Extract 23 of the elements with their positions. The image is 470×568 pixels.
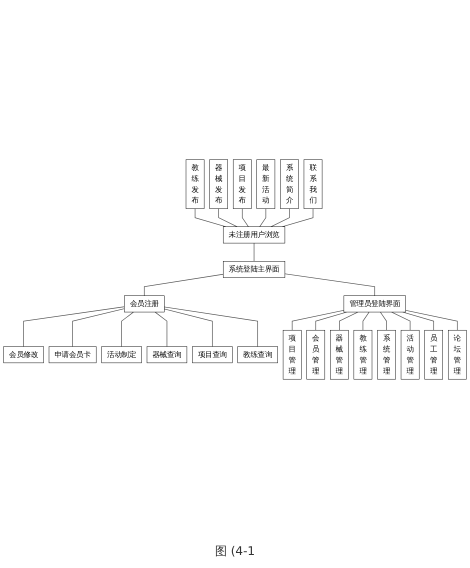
connector bbox=[391, 312, 410, 331]
connector bbox=[282, 208, 314, 228]
connector bbox=[23, 306, 125, 347]
connector bbox=[242, 208, 249, 228]
connector bbox=[218, 208, 238, 228]
connector bbox=[164, 306, 258, 347]
connector bbox=[164, 308, 213, 347]
connector bbox=[405, 310, 458, 331]
connector bbox=[270, 208, 290, 228]
connector bbox=[154, 312, 168, 347]
connector bbox=[339, 312, 358, 331]
connector bbox=[72, 308, 125, 347]
connector bbox=[380, 312, 387, 331]
connector bbox=[292, 310, 344, 331]
figure-caption: 图 (4-1 bbox=[214, 543, 256, 560]
connector bbox=[315, 312, 348, 331]
connector bbox=[259, 208, 266, 228]
connector bbox=[284, 274, 376, 296]
connector bbox=[402, 312, 434, 331]
connector bbox=[121, 312, 134, 347]
connector bbox=[362, 312, 370, 331]
connector bbox=[144, 274, 224, 296]
connector bbox=[194, 208, 226, 228]
